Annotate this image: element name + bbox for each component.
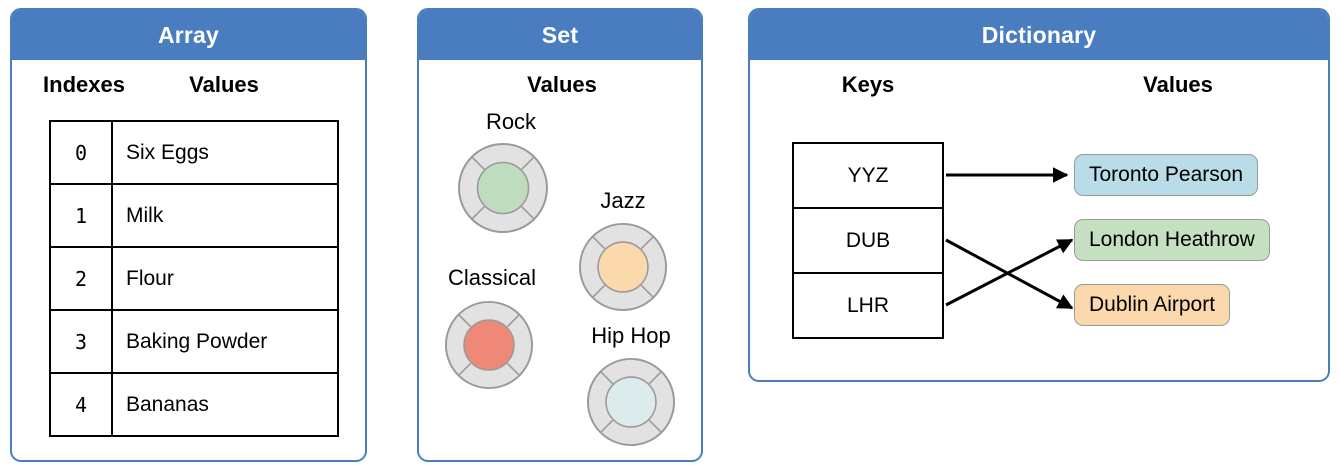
- table-row: 2 Flour: [49, 246, 339, 311]
- vinyl-record-icon: [444, 300, 534, 390]
- array-panel-body: Indexes Values 0 Six Eggs 1 Milk 2 Flour…: [12, 60, 365, 460]
- array-panel-title: Array: [12, 10, 365, 60]
- array-indexes-heading: Indexes: [43, 72, 125, 97]
- set-values-heading: Values: [527, 72, 597, 97]
- array-panel: Array Indexes Values 0 Six Eggs 1 Milk 2…: [10, 8, 367, 462]
- vinyl-record-center: [597, 241, 649, 293]
- set-panel: Set Values Rock Jazz: [417, 8, 703, 462]
- arrow-dub-to-dublin-airport: [945, 238, 1074, 310]
- array-index-cell: 4: [49, 372, 113, 437]
- set-item-label: Rock: [485, 109, 537, 134]
- array-index-cell: 1: [49, 183, 113, 248]
- table-row: 1 Milk: [49, 183, 339, 248]
- vinyl-record-center: [463, 319, 515, 371]
- dictionary-values-heading: Values: [1143, 72, 1213, 97]
- array-value-cell: Flour: [111, 246, 339, 311]
- dictionary-key-cell: DUB: [794, 209, 942, 274]
- dictionary-key-cell: YYZ: [794, 144, 942, 209]
- dictionary-panel: Dictionary Keys Values YYZ DUB LHR Toron…: [748, 8, 1330, 382]
- dictionary-value-pill: Dublin Airport: [1074, 284, 1231, 326]
- array-value-cell: Bananas: [111, 372, 339, 437]
- dictionary-value-pill: London Heathrow: [1074, 219, 1270, 261]
- set-item-label: Jazz: [600, 188, 646, 213]
- dictionary-keys-box: YYZ DUB LHR: [792, 142, 944, 339]
- vinyl-record-center: [605, 376, 657, 428]
- array-value-cell: Six Eggs: [111, 120, 339, 185]
- vinyl-record-center: [476, 161, 530, 215]
- array-value-cell: Milk: [111, 183, 339, 248]
- set-item-label: Classical: [447, 265, 537, 290]
- array-index-cell: 0: [49, 120, 113, 185]
- table-row: 3 Baking Powder: [49, 309, 339, 374]
- dictionary-value-pill: Toronto Pearson: [1074, 154, 1259, 196]
- dictionary-panel-body: Keys Values YYZ DUB LHR Toronto Pearson …: [750, 60, 1328, 380]
- table-row: 4 Bananas: [49, 372, 339, 437]
- table-row: 0 Six Eggs: [49, 120, 339, 185]
- set-panel-body: Values Rock Jazz: [419, 60, 701, 460]
- array-index-cell: 3: [49, 309, 113, 374]
- array-index-cell: 2: [49, 246, 113, 311]
- vinyl-record-icon: [586, 357, 676, 447]
- vinyl-record-icon: [578, 222, 668, 312]
- array-value-cell: Baking Powder: [111, 309, 339, 374]
- array-values-heading: Values: [189, 72, 259, 97]
- set-item-label: Hip Hop: [591, 323, 671, 348]
- set-panel-title: Set: [419, 10, 701, 60]
- dictionary-keys-heading: Keys: [841, 72, 895, 97]
- array-table: 0 Six Eggs 1 Milk 2 Flour 3 Baking Powde…: [49, 120, 339, 437]
- arrow-lhr-to-london-heathrow: [945, 238, 1074, 307]
- dictionary-panel-title: Dictionary: [750, 10, 1328, 60]
- vinyl-record-icon: [458, 143, 548, 233]
- dictionary-key-cell: LHR: [794, 274, 942, 339]
